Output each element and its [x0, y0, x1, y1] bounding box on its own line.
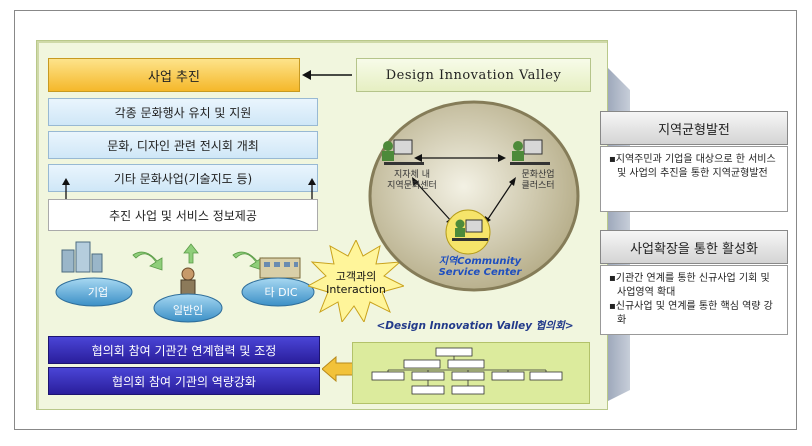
balanced-development-text: ▪지역주민과 기업을 대상으로 한 서비스 및 사업의 추진을 통한 지역균형발… — [600, 146, 788, 212]
right-arrow-background — [590, 50, 630, 410]
business-expansion-bullet-2: ▪신규사업 및 연계를 통한 핵심 역량 강화 — [609, 301, 773, 326]
arrow-left-yellow-icon — [322, 355, 354, 383]
community-line-1: 지역Community — [438, 256, 522, 267]
company-label: 기업 — [87, 286, 109, 299]
regional-culture-line-1: 지자체 내 — [394, 170, 430, 180]
council-caption: <Design Innovation Valley 협의회> — [376, 320, 574, 332]
other-culture-business-label: 기타 문화사업(기술지도 등) — [113, 171, 253, 186]
arrow-left-icon — [302, 70, 352, 80]
capacity-building-box: 협의회 참여 기관의 역량강화 — [48, 367, 320, 395]
cooperation-coordination-box: 협의회 참여 기관간 연계협력 및 조정 — [48, 336, 320, 364]
regional-culture-line-2: 지역문화센터 — [387, 181, 437, 191]
design-innovation-valley-title: Design Innovation Valley — [385, 67, 562, 83]
community-line-2: Service Center — [438, 267, 522, 278]
cultural-events-label: 각종 문화행사 유치 및 지원 — [114, 105, 252, 120]
interaction-starburst — [308, 240, 404, 322]
regional-culture-center-node: 지자체 내 지역문화센터 — [380, 170, 444, 192]
business-expansion-title: 사업확장을 통한 활성화 — [600, 230, 788, 264]
stakeholder-graphics — [55, 241, 315, 323]
exhibition-box: 문화, 디자인 관련 전시회 개최 — [48, 131, 318, 159]
design-innovation-valley-box: Design Innovation Valley — [356, 58, 591, 92]
org-chart-diagram — [371, 347, 563, 395]
interaction-line-1: 고객과의 — [335, 270, 377, 283]
other-culture-business-box: 기타 문화사업(기술지도 등) — [48, 164, 318, 192]
cultural-industry-cluster-node: 문화산업 클러스터 — [508, 170, 568, 192]
interaction-line-2: Interaction — [326, 283, 386, 296]
community-service-center-node: 지역Community Service Center — [426, 256, 534, 278]
business-expansion-label: 사업확장을 통한 활성화 — [630, 241, 758, 257]
cultural-cluster-line-2: 클러스터 — [521, 181, 555, 191]
council-ellipse — [368, 100, 580, 292]
balanced-development-label: 지역균형발전 — [658, 122, 730, 138]
business-expansion-text: ▪기관간 연계를 통한 신규사업 기회 및 사업영역 확대 ▪신규사업 및 연계… — [600, 265, 788, 335]
business-promotion-box: 사업 추진 — [48, 58, 300, 92]
info-service-box: 추진 사업 및 서비스 정보제공 — [48, 199, 318, 231]
interaction-label: 고객과의 Interaction — [318, 270, 394, 296]
balanced-development-title: 지역균형발전 — [600, 111, 788, 145]
exhibition-label: 문화, 디자인 관련 전시회 개최 — [107, 138, 259, 153]
cooperation-coordination-label: 협의회 참여 기관간 연계협력 및 조정 — [91, 343, 277, 358]
info-service-label: 추진 사업 및 서비스 정보제공 — [109, 208, 257, 223]
public-label: 일반인 — [172, 304, 204, 317]
business-expansion-bullet-1: ▪기관간 연계를 통한 신규사업 기회 및 사업영역 확대 — [609, 273, 770, 298]
balanced-development-bullet: ▪지역주민과 기업을 대상으로 한 서비스 및 사업의 추진을 통한 지역균형발… — [609, 154, 776, 179]
cultural-events-box: 각종 문화행사 유치 및 지원 — [48, 98, 318, 126]
capacity-building-label: 협의회 참여 기관의 역량강화 — [112, 374, 256, 389]
business-promotion-label: 사업 추진 — [148, 69, 200, 85]
other-dic-label: 타 DIC — [264, 286, 298, 299]
cultural-cluster-line-1: 문화산업 — [521, 170, 555, 180]
